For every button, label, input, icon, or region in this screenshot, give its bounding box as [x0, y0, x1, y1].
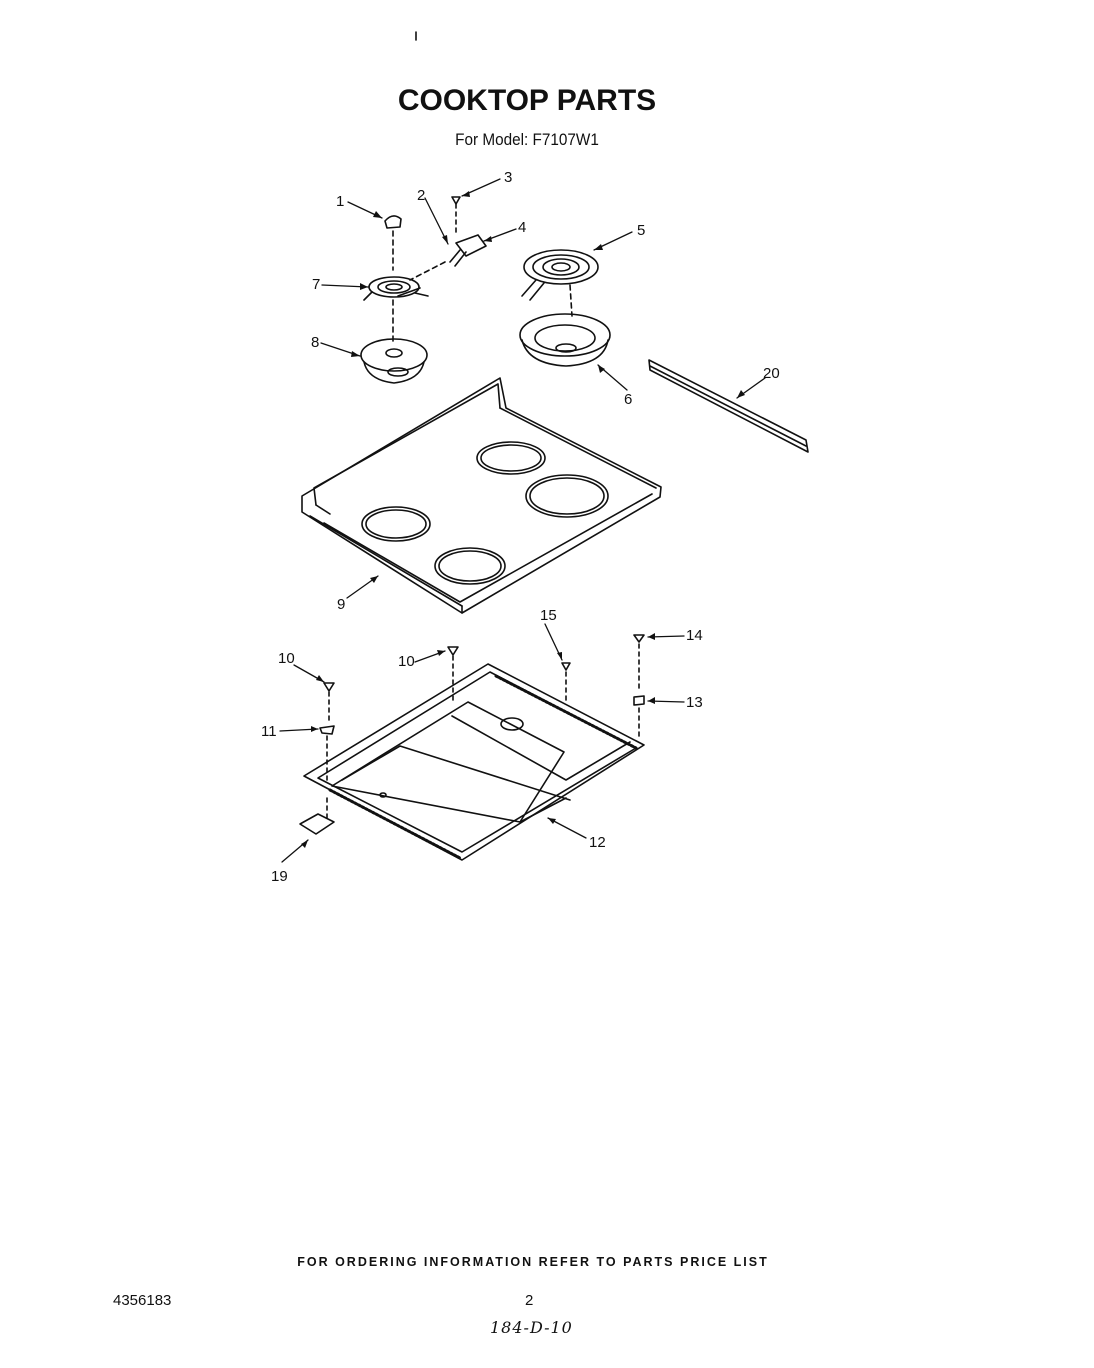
part-13-nut: [633, 695, 645, 741]
callout-4: 4: [518, 219, 526, 236]
part-12-bottom-pan: [303, 663, 645, 861]
part-6-large-drip-bowl: [519, 313, 611, 367]
part-3-screw: [451, 196, 461, 237]
part-19-bracket: [299, 794, 335, 835]
part-15-screw: [561, 662, 571, 701]
callout-6: 6: [624, 391, 632, 408]
callout-11: 11: [261, 723, 277, 740]
part-14-screw: [633, 634, 645, 693]
model-subtitle: For Model: F7107W1: [455, 130, 599, 149]
part-10-screw-center: [447, 646, 459, 701]
part-1-cap: [384, 215, 402, 271]
callout-10-center: 10: [398, 653, 415, 670]
callout-7: 7: [312, 276, 320, 293]
callout-19: 19: [271, 868, 288, 885]
part-20-trim-strip: [648, 359, 809, 453]
callout-2: 2: [417, 187, 425, 204]
page-title: COOKTOP PARTS: [397, 84, 657, 117]
callout-labels: 1 2 3 4 5 6 7 8 9 10 10 11 12 13 14 15 1…: [261, 169, 780, 885]
part-10-screw-left: [323, 682, 335, 721]
callout-9: 9: [337, 596, 345, 613]
leader-arrowheads: [301, 191, 745, 848]
callout-8: 8: [311, 334, 319, 351]
callout-13: 13: [686, 694, 703, 711]
ordering-note: FOR ORDERING INFORMATION REFER TO PARTS …: [297, 1255, 769, 1269]
part-4-receptacle: [409, 234, 487, 281]
part-9-main-top: [301, 377, 662, 614]
document-number: 4356183: [113, 1292, 172, 1309]
part-7-small-element: [363, 276, 429, 346]
callout-20: 20: [763, 365, 780, 382]
part-5-large-element: [521, 249, 599, 317]
leader-lines: [279, 178, 766, 863]
callout-1: 1: [336, 193, 344, 210]
callout-10-left: 10: [278, 650, 295, 667]
part-8-small-drip-bowl: [360, 338, 428, 384]
callout-15: 15: [540, 607, 557, 624]
handwritten-note: 184-D-10: [490, 1318, 573, 1337]
callout-3: 3: [504, 169, 512, 186]
callout-12: 12: [589, 834, 606, 851]
page-number: 2: [525, 1292, 534, 1309]
callout-14: 14: [686, 627, 703, 644]
callout-5: 5: [637, 222, 645, 239]
